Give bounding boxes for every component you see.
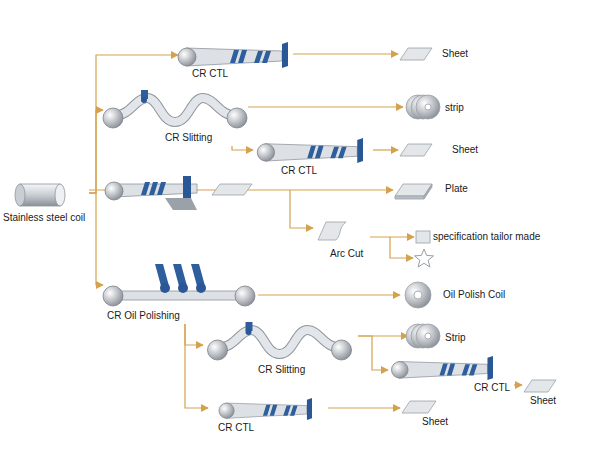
cut-plate — [212, 184, 252, 195]
product-item: Oil Polish Coil — [400, 281, 535, 309]
node-label: strip — [445, 102, 464, 114]
node-label: CR CTL — [192, 68, 228, 80]
node-label: specification tailor made — [433, 231, 540, 243]
product-item: strip — [403, 94, 478, 122]
node-label: CR Oil Polishing — [107, 310, 180, 322]
flow-arrow — [185, 324, 208, 408]
product-item: Sheet — [400, 399, 455, 430]
star-shape — [415, 249, 434, 267]
flow-arrow — [248, 106, 403, 107]
node-label: CR CTL — [218, 422, 254, 434]
flow-arrow — [185, 324, 203, 345]
branch-line — [390, 237, 413, 258]
ctl-machine — [219, 398, 312, 420]
polishing-machine — [103, 264, 255, 306]
slitting-machine — [208, 322, 352, 360]
flow-arrow — [370, 236, 414, 237]
product-item: Sheet — [522, 380, 564, 408]
cutting-machine — [105, 176, 197, 210]
product-item: Sheet — [398, 141, 483, 159]
flow-arrow — [373, 149, 398, 150]
slitting-machine — [103, 90, 247, 128]
node-label: Sheet — [422, 416, 448, 428]
ctl-machine — [391, 356, 493, 380]
ctl-machine — [178, 42, 288, 68]
node-label: CR Slitting — [258, 364, 305, 376]
product-item: Strip — [408, 322, 480, 350]
flow-arrow — [232, 146, 253, 150]
product-item: Plate — [393, 180, 473, 198]
flow-arrow — [89, 55, 178, 193]
flow-arrow — [328, 407, 400, 408]
process-machine: CR Slitting — [203, 322, 358, 378]
flow-arrow — [358, 336, 388, 370]
product-item: specification tailor made — [414, 229, 564, 245]
process-machine: CR Slitting — [103, 90, 248, 146]
node-label: Oil Polish Coil — [443, 289, 505, 301]
node-label: CR CTL — [474, 382, 510, 394]
flow-arrow — [89, 110, 103, 193]
node-label: Stainless steel coil — [3, 212, 85, 224]
process-machine: CR CTL — [178, 40, 293, 80]
product-icons — [318, 48, 556, 413]
node-label: Strip — [445, 332, 466, 344]
node-label: Sheet — [442, 48, 468, 60]
process-machine: CR CTL — [253, 138, 373, 178]
process-machine: CR Oil Polishing — [103, 258, 258, 324]
process-machine: CR CTL — [208, 396, 328, 436]
node-label: Sheet — [452, 144, 478, 156]
node-label: Arc Cut — [330, 248, 363, 260]
flow-arrow — [514, 384, 522, 385]
coil-cylinder — [15, 184, 65, 206]
node-label: Plate — [445, 183, 468, 195]
node-label: CR Slitting — [165, 132, 212, 144]
node-label: CR CTL — [281, 165, 317, 177]
material-coil: Stainless steel coil — [2, 180, 89, 226]
branch-line — [290, 190, 313, 228]
ctl-machine — [257, 138, 363, 163]
product-item: Sheet — [398, 45, 478, 63]
product-item: Arc Cut — [315, 218, 370, 260]
flow-arrow — [89, 193, 103, 285]
flow-arrow — [293, 53, 398, 54]
node-label: Sheet — [530, 395, 556, 407]
flow-arrow — [258, 294, 400, 295]
process-machine: CR CTL — [388, 354, 514, 396]
